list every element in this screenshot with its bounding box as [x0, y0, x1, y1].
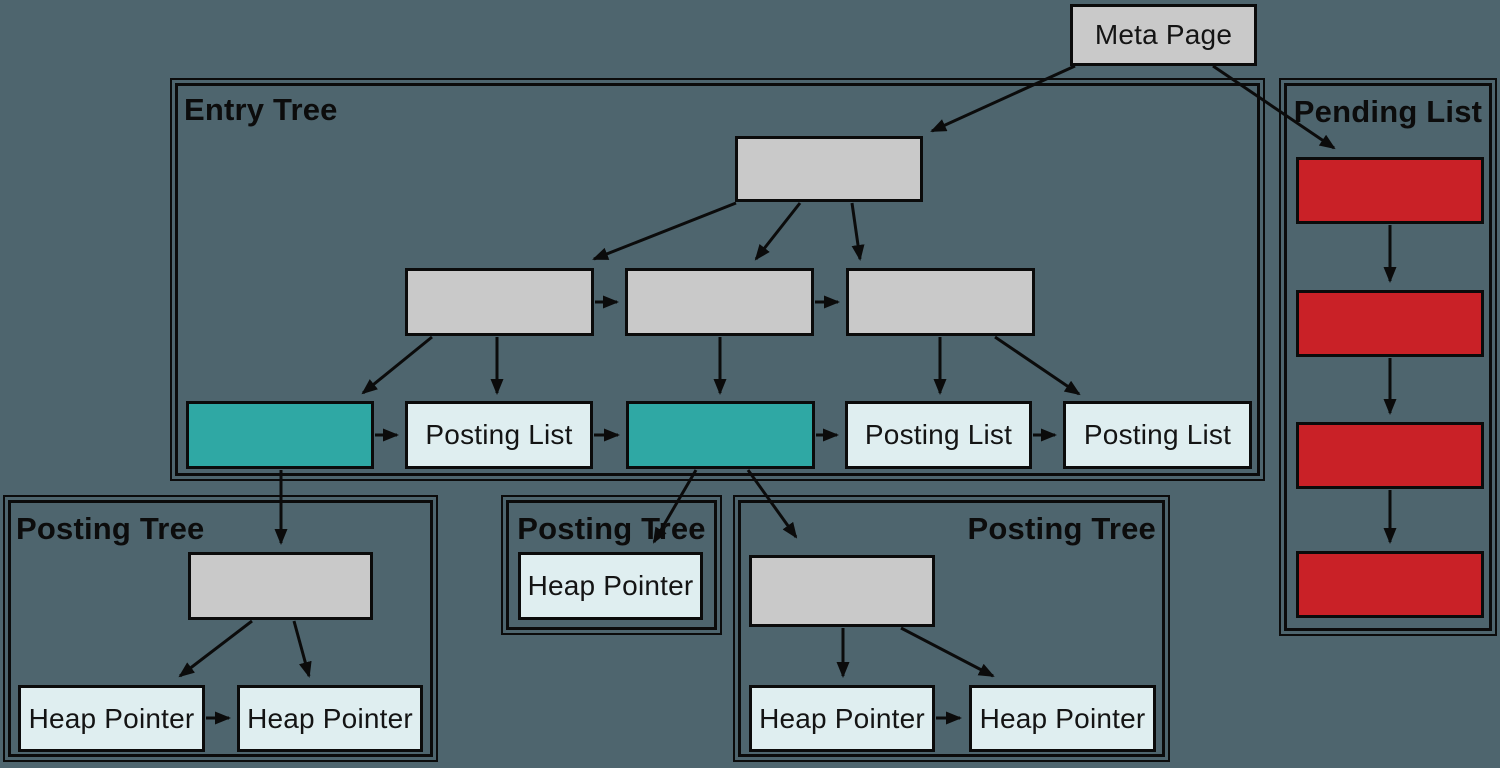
posting-tree-3-container: Posting Tree [733, 495, 1170, 762]
posting-tree-1-heap-pointer-2: Heap Pointer [237, 685, 423, 752]
entry-leaf-teal-2 [626, 401, 815, 469]
entry-tree-container: Entry Tree [170, 78, 1265, 481]
meta-page-label: Meta Page [1094, 19, 1233, 50]
heap-pointer-label: Heap Pointer [527, 570, 694, 601]
pending-page-2 [1296, 290, 1484, 357]
heap-pointer-label: Heap Pointer [979, 702, 1146, 734]
entry-internal-page-1 [405, 268, 594, 336]
entry-internal-page-3 [846, 268, 1035, 336]
pending-page-3 [1296, 422, 1484, 489]
posting-list-3: Posting List [1063, 401, 1252, 469]
posting-tree-1-label: Posting Tree [16, 511, 205, 546]
pending-page-1 [1296, 157, 1484, 224]
posting-list-1-label: Posting List [425, 419, 573, 450]
entry-internal-page-2 [625, 268, 814, 336]
posting-tree-1-root [188, 552, 373, 620]
posting-list-1: Posting List [405, 401, 593, 469]
posting-tree-3-label: Posting Tree [967, 511, 1156, 546]
posting-tree-1-container: Posting Tree [3, 495, 438, 762]
posting-list-2-label: Posting List [864, 419, 1013, 450]
pending-list-label: Pending List [1293, 94, 1483, 129]
posting-list-3-label: Posting List [1083, 419, 1232, 450]
heap-pointer-label: Heap Pointer [28, 702, 195, 734]
entry-root-page [735, 136, 923, 202]
entry-tree-label: Entry Tree [184, 92, 338, 127]
posting-tree-3-root [749, 555, 935, 627]
posting-tree-2-heap-pointer: Heap Pointer [518, 552, 703, 620]
entry-leaf-teal-1 [186, 401, 374, 469]
heap-pointer-label: Heap Pointer [759, 702, 925, 734]
posting-tree-2-label: Posting Tree [517, 511, 706, 546]
posting-tree-3-heap-pointer-2: Heap Pointer [969, 685, 1156, 752]
heap-pointer-label: Heap Pointer [247, 702, 413, 734]
posting-tree-1-heap-pointer-1: Heap Pointer [18, 685, 205, 752]
meta-page: Meta Page [1070, 4, 1257, 66]
posting-tree-3-heap-pointer-1: Heap Pointer [749, 685, 935, 752]
posting-list-2: Posting List [845, 401, 1032, 469]
pending-page-4 [1296, 551, 1484, 618]
